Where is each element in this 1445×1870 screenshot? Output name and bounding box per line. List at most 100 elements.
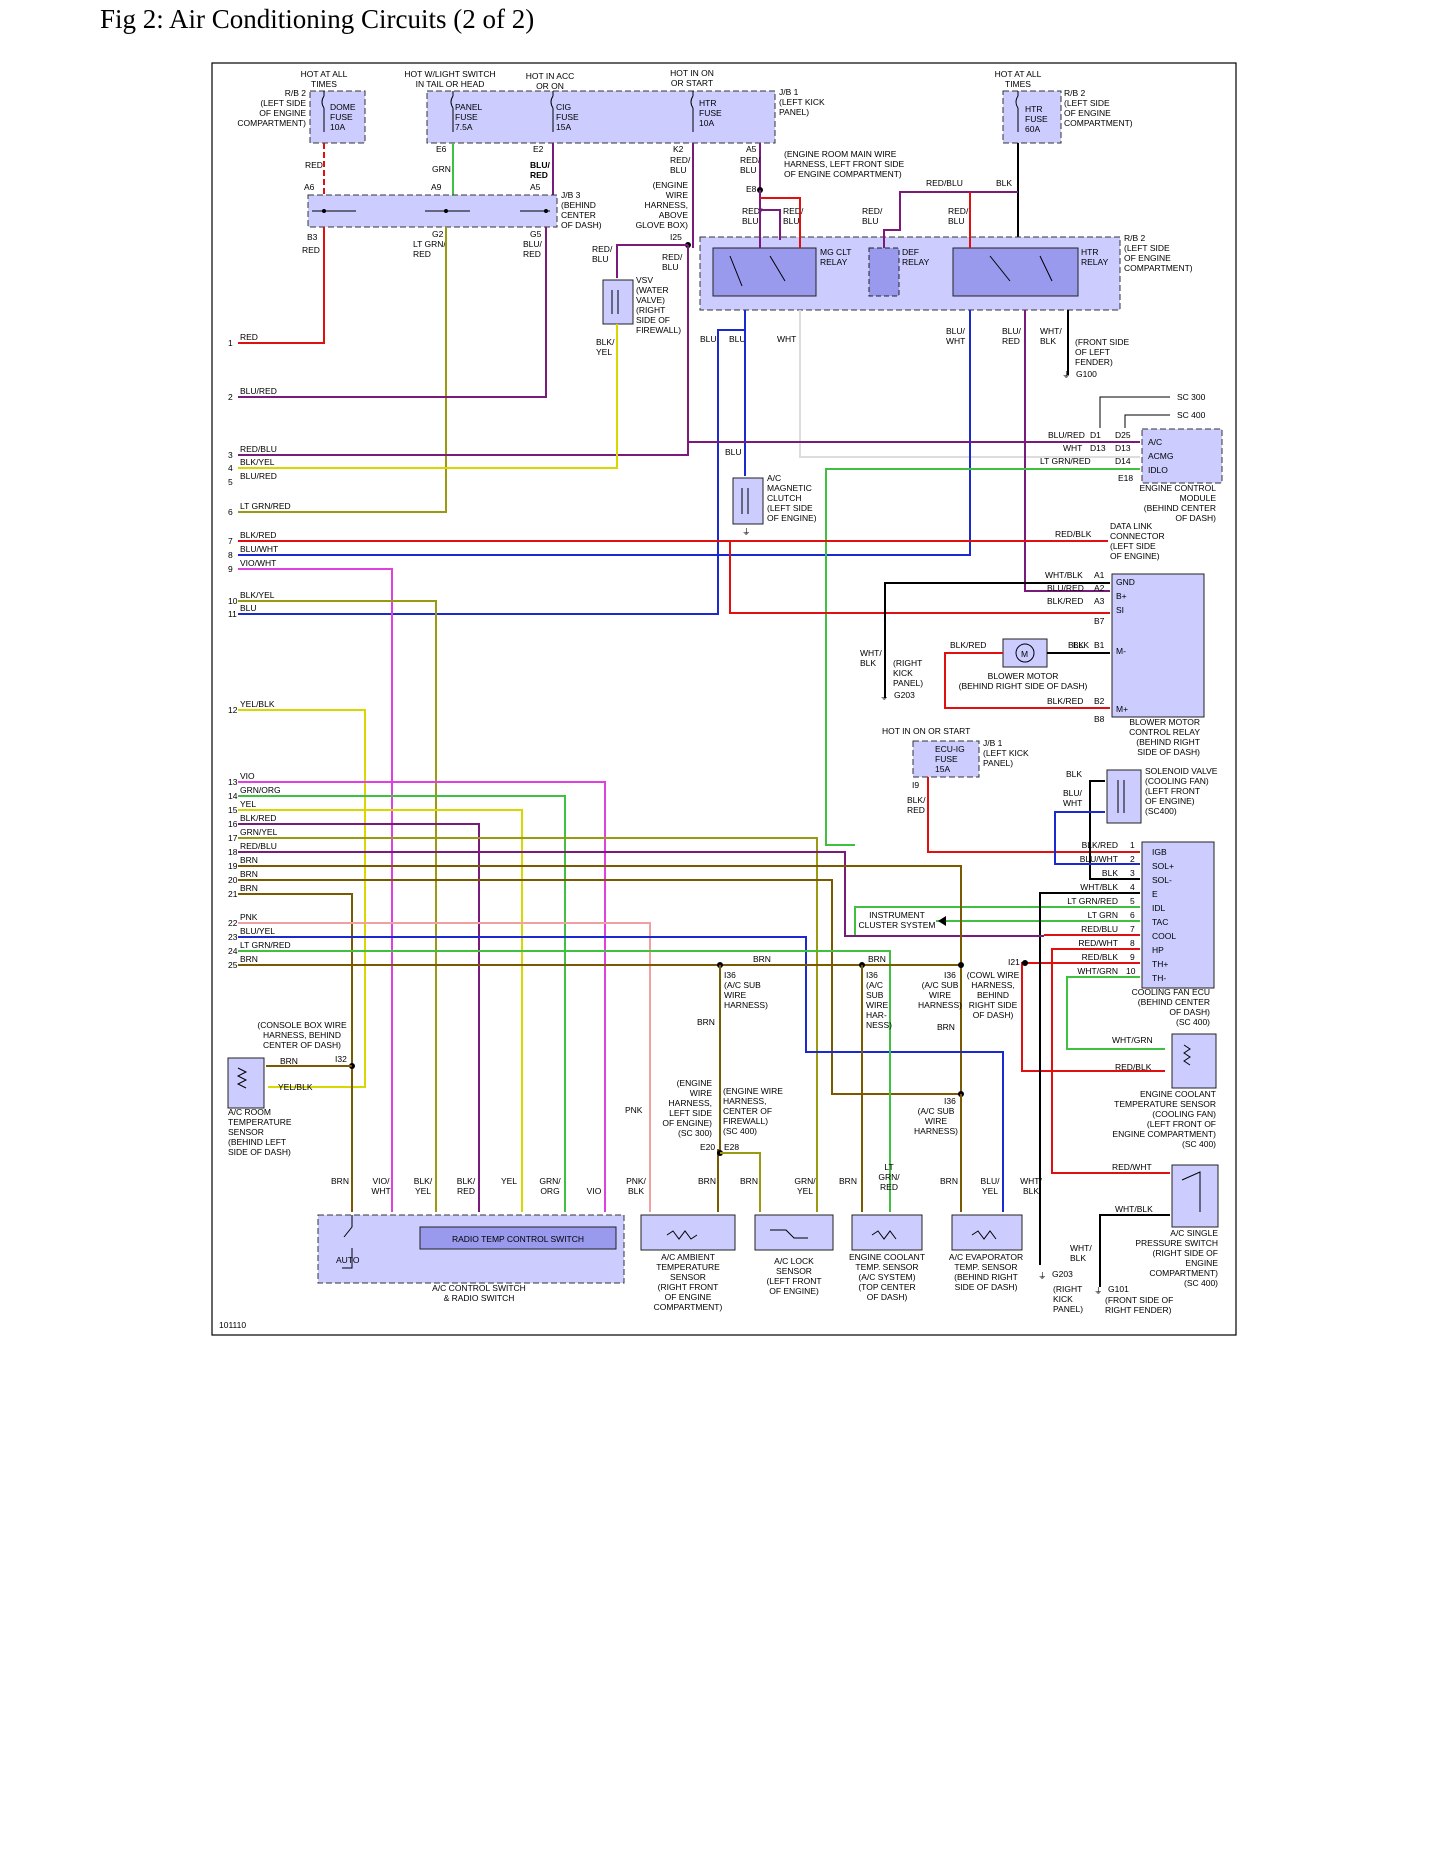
row-label-17: GRN/YEL <box>240 827 278 837</box>
coolant-fan-sensor <box>1171 1033 1217 1089</box>
wire-brn-20 <box>238 879 961 1095</box>
svg-text:⏚: ⏚ <box>1062 370 1071 380</box>
row-number-8: 8 <box>228 550 233 560</box>
svg-text:1: 1 <box>1130 840 1135 850</box>
wire-label-yelblk-room: YEL/BLK <box>278 1082 313 1092</box>
conn-e2: E2 <box>533 144 544 154</box>
ecm-conn-e18: E18 <box>1118 473 1133 483</box>
svg-text:⏚: ⏚ <box>880 692 889 702</box>
row-number-12: 12 <box>228 705 238 715</box>
wire-red-row1 <box>238 227 325 344</box>
row-label-10: BLK/YEL <box>240 590 275 600</box>
ecm-wire-3: LT GRN/RED <box>1040 456 1091 466</box>
wire-label-blu2: BLU <box>729 334 746 344</box>
wire-blkyel-10 <box>238 600 437 1212</box>
blower-motor-label: BLOWER MOTOR(BEHIND RIGHT SIDE OF DASH) <box>959 671 1088 691</box>
row-number-21: 21 <box>228 889 238 899</box>
radio-temp-label: RADIO TEMP CONTROL SWITCH <box>452 1234 584 1244</box>
blower-relay-pin-a1: A1 <box>1094 570 1105 580</box>
wire-label-redwht-ps: RED/WHT <box>1112 1162 1152 1172</box>
ecm-conn-1: D1 <box>1090 430 1101 440</box>
wire-label-redblk-dlc: RED/BLK <box>1055 529 1092 539</box>
wire-label-redblu-r4: RED/BLU <box>948 206 969 226</box>
row-label-18: RED/BLU <box>240 841 277 851</box>
wire-label-grn: GRN <box>432 164 451 174</box>
row-label-19: BRN <box>240 855 258 865</box>
row-label-8: BLU/WHT <box>240 544 278 554</box>
blower-motor-glyph: M <box>1021 649 1028 659</box>
fan-ecu-thn: TH- <box>1152 973 1166 983</box>
conn-a5: A5 <box>746 144 757 154</box>
row-label-23: BLU/YEL <box>240 926 275 936</box>
wire-whtgrn-th <box>1066 976 1165 1050</box>
wire-blkyel-row4 <box>238 324 618 469</box>
ground-g101: G101 <box>1108 1284 1129 1294</box>
ecm-box <box>1141 428 1223 484</box>
wire-blured-row2 <box>238 227 547 398</box>
wire-redblu-i25-down <box>238 245 689 456</box>
blower-relay-box <box>1111 573 1205 718</box>
svg-text:10: 10 <box>1126 966 1136 976</box>
wire-label-blk-top: BLK <box>996 178 1012 188</box>
fan-ecu-wire-9: RED/BLK <box>1082 952 1119 962</box>
wire-label-redblu-r2: RED/BLU <box>783 206 804 226</box>
fuse-symbols <box>321 91 1019 132</box>
svg-text:6: 6 <box>1130 910 1135 920</box>
wire-label-blkred-ecu: BLK/RED <box>907 795 926 815</box>
fan-ecu-wire-6: LT GRN <box>1088 910 1118 920</box>
row-number-24: 24 <box>228 946 238 956</box>
wire-brn-e28 <box>720 1152 761 1212</box>
conn-e28: E28 <box>724 1142 739 1152</box>
sc300-label: SC 300 <box>1177 392 1206 402</box>
row-label-24: LT GRN/RED <box>240 940 291 950</box>
wire-whtblk-g101 <box>1099 1214 1170 1287</box>
row-label-11: BLU <box>240 603 257 613</box>
coolant-ac-sensor <box>851 1214 923 1251</box>
conn-a5b: A5 <box>530 182 541 192</box>
svg-text:4: 4 <box>1130 882 1135 892</box>
pressure-switch <box>1171 1164 1219 1228</box>
ecm-conn-2: D13 <box>1090 443 1106 453</box>
row-label-16: BLK/RED <box>240 813 276 823</box>
wire-label-redblu-vsv2: RED/BLU <box>662 252 683 272</box>
bot-yel: YEL <box>501 1176 517 1186</box>
ecm-term-2: D13 <box>1115 443 1131 453</box>
svg-text:⏚: ⏚ <box>1038 1271 1047 1281</box>
wire-label-whtgrn: WHT/GRN <box>1112 1035 1153 1045</box>
wire-label-red1: RED <box>305 160 323 170</box>
row-label-4: BLK/YEL <box>240 457 275 467</box>
fan-ecu-wire-labels: BLK/RED BLU/WHT BLK WHT/BLK LT GRN/RED L… <box>1067 840 1118 976</box>
bot-bluyel: BLU/YEL <box>981 1176 1001 1196</box>
wire-blured-relay <box>1024 310 1110 592</box>
bot-brn4: BRN <box>839 1176 857 1186</box>
fan-ecu-soln: SOL- <box>1152 875 1172 885</box>
blower-relay-gnd: GND <box>1116 577 1135 587</box>
blower-relay-pin-a3: A3 <box>1094 596 1105 606</box>
wire-label-brn-a: BRN <box>753 954 771 964</box>
row-label-25: BRN <box>240 954 258 964</box>
row-label-12: YEL/BLK <box>240 699 275 709</box>
wire-label-redblu-vsv1: RED/BLU <box>592 244 613 264</box>
svg-text:9: 9 <box>1130 952 1135 962</box>
svg-text:⏚: ⏚ <box>1094 1286 1103 1296</box>
wire-pnk-22 <box>238 922 651 1212</box>
jb1-fuse-box <box>426 90 776 144</box>
wire-label-whtblk-ps: WHT/BLK <box>1115 1204 1153 1214</box>
fan-ecu-wire-1: BLK/RED <box>1082 840 1118 850</box>
wire-grnorg-14 <box>238 795 566 1212</box>
bot-blkyel: BLK/YEL <box>414 1176 433 1196</box>
row-number-20: 20 <box>228 875 238 885</box>
row-number-5: 5 <box>228 477 233 487</box>
